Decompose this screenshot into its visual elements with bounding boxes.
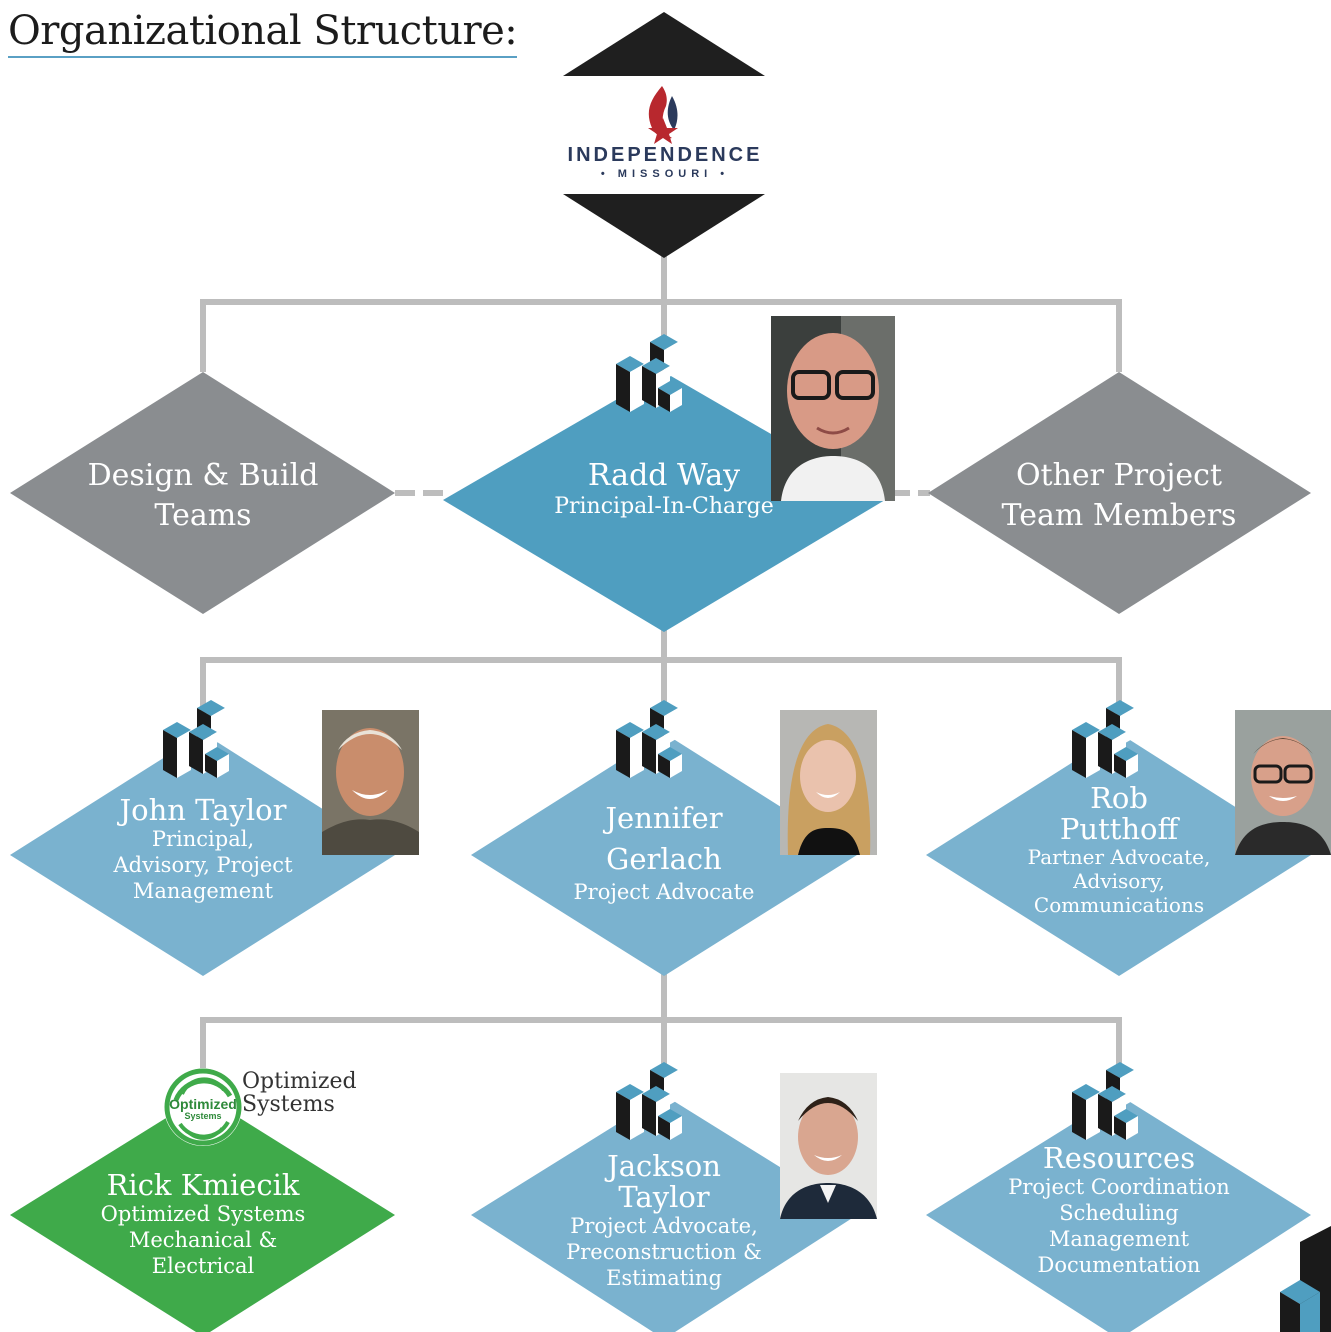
jackson-taylor-photo <box>780 1073 877 1219</box>
rick-kmiecik-label: Rick Kmiecik Optimized Systems Mechanica… <box>62 1170 344 1279</box>
rob-role1: Partner Advocate, <box>1027 845 1211 869</box>
jackson-name1: Jackson <box>607 1149 721 1183</box>
jackson-role2: Preconstruction & <box>566 1240 762 1264</box>
resources-role2: Scheduling <box>1059 1201 1179 1225</box>
john-role2: Advisory, Project <box>113 853 293 877</box>
rob-role2: Advisory, <box>1073 869 1165 893</box>
building-icon <box>1072 1062 1138 1140</box>
other-members-diamond[interactable] <box>928 372 1311 614</box>
resources-label: Resources Project Coordination Schedulin… <box>978 1143 1260 1278</box>
optimized-logo-label: Optimized Systems <box>164 1097 242 1121</box>
resources-role1: Project Coordination <box>1008 1175 1230 1199</box>
rob-role3: Communications <box>1033 893 1205 917</box>
design-build-diamond[interactable] <box>10 372 395 614</box>
rob-putthoff-diamond[interactable] <box>926 733 1311 976</box>
resources-role4: Documentation <box>1037 1253 1201 1277</box>
building-icon <box>616 700 682 778</box>
rick-role3: Electrical <box>151 1254 255 1278</box>
other-line2: Team Members <box>1001 498 1237 533</box>
rob-putthoff-label: Rob Putthoff Partner Advocate, Advisory,… <box>986 781 1252 918</box>
jennifer-gerlach-photo <box>780 710 877 855</box>
radd-way-label: Radd Way Principal-In-Charge <box>514 458 814 520</box>
design-line1: Design & Build <box>87 458 319 493</box>
optimized-systems-logo-icon <box>164 1068 242 1146</box>
john-role3: Management <box>132 879 274 903</box>
john-taylor-label: John Taylor Principal, Advisory, Project… <box>70 795 336 904</box>
optimized-brand2: Systems <box>242 1092 335 1117</box>
building-icon <box>163 700 229 778</box>
jackson-role1: Project Advocate, <box>570 1214 758 1238</box>
radd-way-photo <box>771 316 895 501</box>
rick-role1: Optimized Systems <box>100 1202 306 1226</box>
resources-role3: Management <box>1048 1227 1190 1251</box>
rick-name: Rick Kmiecik <box>106 1168 300 1202</box>
john-role1: Principal, <box>151 827 255 851</box>
john-taylor-diamond[interactable] <box>10 733 395 976</box>
rob-putthoff-photo <box>1235 710 1331 855</box>
design-line2: Teams <box>154 498 252 533</box>
corner-building-icon <box>1280 1226 1331 1332</box>
jennifer-name2: Gerlach <box>606 842 722 876</box>
jennifer-gerlach-label: Jennifer Gerlach Project Advocate <box>534 797 794 905</box>
connector-lines <box>200 255 1122 1095</box>
john-name: John Taylor <box>119 793 287 827</box>
optimized-brand1: Optimized <box>242 1069 357 1094</box>
jennifer-gerlach-diamond[interactable] <box>471 733 857 976</box>
optimized-logo-text: Optimized <box>169 1096 237 1112</box>
building-icon <box>616 334 682 412</box>
logo-line1: INDEPENDENCE <box>567 144 763 166</box>
jackson-name2: Taylor <box>618 1180 710 1214</box>
john-taylor-photo <box>322 710 419 855</box>
resources-diamond[interactable] <box>926 1095 1311 1332</box>
rick-kmiecik-diamond[interactable] <box>10 1095 395 1332</box>
optimized-logo-sub: Systems <box>184 1111 222 1121</box>
radd-role: Principal-In-Charge <box>554 494 774 519</box>
page-title: Organizational Structure: <box>8 8 518 58</box>
logo-line2: • MISSOURI • <box>600 168 730 180</box>
rick-role2: Mechanical & <box>128 1228 278 1252</box>
rob-name2: Putthoff <box>1059 812 1179 846</box>
other-line1: Other Project <box>1015 458 1223 493</box>
optimized-brand-label: Optimized Systems <box>242 1070 357 1116</box>
jennifer-name1: Jennifer <box>605 801 723 835</box>
independence-logo-text: INDEPENDENCE • MISSOURI • <box>545 144 785 180</box>
jennifer-role: Project Advocate <box>573 880 755 904</box>
jackson-role3: Estimating <box>606 1266 722 1290</box>
other-members-label: Other Project Team Members <box>956 456 1282 536</box>
radd-name: Radd Way <box>587 458 741 493</box>
jackson-taylor-diamond[interactable] <box>471 1095 857 1332</box>
rob-name1: Rob <box>1090 781 1148 815</box>
building-icon <box>1072 700 1138 778</box>
jackson-taylor-label: Jackson Taylor Project Advocate, Precons… <box>524 1151 804 1291</box>
resources-name: Resources <box>1042 1141 1196 1175</box>
building-icon <box>616 1062 682 1140</box>
design-build-label: Design & Build Teams <box>40 456 366 536</box>
flame-star-icon <box>648 86 678 144</box>
